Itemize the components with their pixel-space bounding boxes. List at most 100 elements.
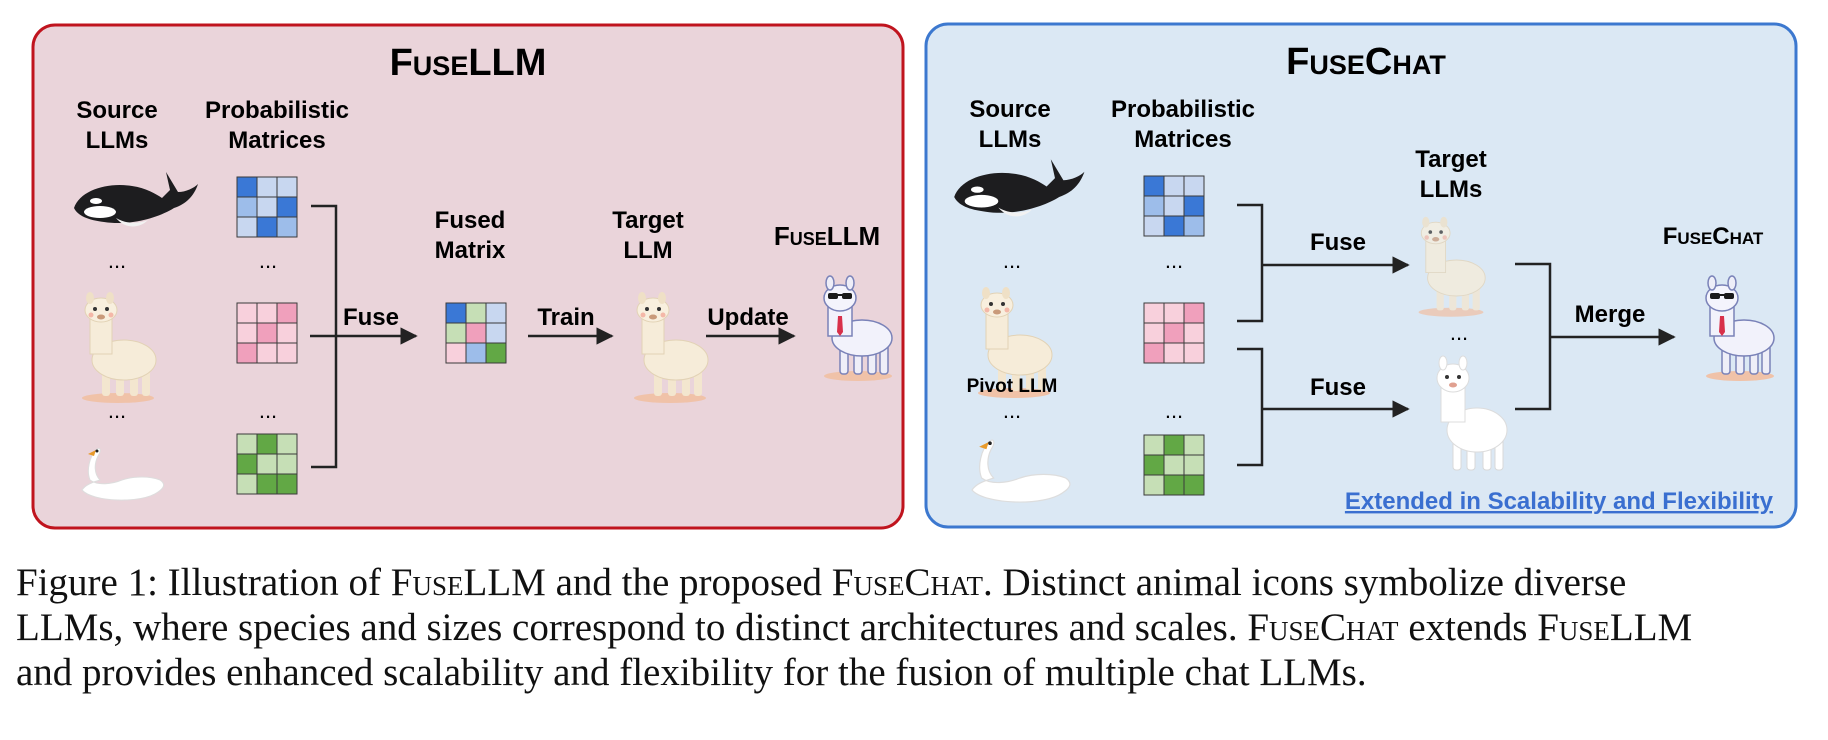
- matrix-cell: [276, 453, 298, 475]
- matrix-cell: [1163, 342, 1185, 364]
- matrix-cell: [1183, 195, 1205, 217]
- caption-line-3: and provides enhanced scalability and fl…: [16, 650, 1816, 695]
- fusellm-source-label-line1: Source: [76, 97, 157, 124]
- matrix-cell: [276, 322, 298, 344]
- matrix-cell: [236, 216, 258, 238]
- matrix-cell: [445, 322, 467, 344]
- matrix-cell: [256, 453, 278, 475]
- matrix-cell: [1163, 454, 1185, 476]
- fusellm-panel: [31, 23, 905, 530]
- fusechat-panel: [924, 22, 1798, 529]
- fusellm-result-label: FuseLLM: [774, 221, 880, 251]
- matrix-cell: [1143, 195, 1165, 217]
- fusechat-fuse-bracket-bottom: [1237, 347, 1264, 467]
- caption-text: extends: [1398, 606, 1538, 649]
- matrix-cell: [1143, 474, 1165, 496]
- matrix-cell: [256, 176, 278, 198]
- matrix-cell: [1143, 454, 1165, 476]
- matrix-cell: [236, 196, 258, 218]
- fusechat-matrix-ellipsis-1: ...: [1165, 248, 1183, 273]
- matrix-cell: [256, 196, 278, 218]
- fusechat-result-label: FuseChat: [1663, 223, 1764, 250]
- matrix-cell: [276, 196, 298, 218]
- fusechat-fuse-label-top: Fuse: [1310, 229, 1366, 256]
- fusechat-prob-label-line2: Matrices: [1134, 126, 1231, 153]
- fusellm-matrix-ellipsis-1: ...: [259, 248, 277, 273]
- matrix-cell: [276, 302, 298, 324]
- caption-text: . Distinct animal icons symbolize divers…: [982, 561, 1627, 604]
- matrix-cell: [1183, 454, 1205, 476]
- matrix-cell: [1183, 322, 1205, 344]
- fusechat-pivot-label: Pivot LLM: [967, 376, 1058, 397]
- matrix-cell: [1143, 434, 1165, 456]
- fusellm-train-label: Train: [537, 304, 594, 331]
- fusechat-merge-label: Merge: [1575, 301, 1646, 328]
- fused-matrix: [445, 302, 507, 364]
- fusechat-fuse-label-bottom: Fuse: [1310, 374, 1366, 401]
- fusechat-source-label-line1: Source: [969, 96, 1050, 123]
- matrix-cell: [236, 342, 258, 364]
- matrix-cell: [276, 216, 298, 238]
- matrix-cell: [1183, 215, 1205, 237]
- matrix-cell: [256, 302, 278, 324]
- caption-text: and provides enhanced scalability and fl…: [16, 651, 1367, 694]
- fusechat-target-label-line2: LLMs: [1420, 176, 1483, 203]
- fusechat-target-label-line1: Target: [1415, 146, 1487, 173]
- matrix-cell: [236, 322, 258, 344]
- matrix-cell: [485, 302, 507, 324]
- fusechat-title: FuseChat: [1286, 41, 1446, 83]
- fusellm-update-label: Update: [707, 304, 788, 331]
- fusechat-green-matrix: [1143, 434, 1205, 496]
- matrix-cell: [1163, 302, 1185, 324]
- fusellm-fused-label-line1: Fused: [435, 207, 506, 234]
- matrix-cell: [1143, 175, 1165, 197]
- caption-text: Figure 1: Illustration of: [16, 561, 391, 604]
- matrix-cell: [256, 473, 278, 495]
- extended-link[interactable]: Extended in Scalability and Flexibility: [1345, 488, 1774, 515]
- fusechat-source-ellipsis-2: ...: [1003, 398, 1021, 423]
- fusechat-source-label-line2: LLMs: [979, 126, 1042, 153]
- fusellm-source-ellipsis-1: ...: [108, 248, 126, 273]
- fusellm-fused-label-line2: Matrix: [435, 237, 506, 264]
- fusellm-title: FuseLLM: [390, 42, 547, 84]
- caption-fusellm: FuseLLM: [1537, 606, 1693, 649]
- matrix-cell: [1163, 215, 1185, 237]
- caption-text: and the proposed: [545, 561, 832, 604]
- matrix-cell: [276, 473, 298, 495]
- matrix-cell: [1163, 474, 1185, 496]
- matrix-cell: [445, 302, 467, 324]
- matrix-cell: [256, 342, 278, 364]
- caption-line-1: Figure 1: Illustration of FuseLLM and th…: [16, 560, 1816, 605]
- matrix-cell: [465, 342, 487, 364]
- matrix-cell: [276, 342, 298, 364]
- matrix-cell: [1163, 434, 1185, 456]
- matrix-cell: [485, 322, 507, 344]
- matrix-cell: [1163, 195, 1185, 217]
- matrix-cell: [236, 302, 258, 324]
- fusion-diagram: FuseLLM Source LLMs Probabilistic Matric…: [31, 22, 1798, 530]
- matrix-cell: [236, 453, 258, 475]
- fusellm-prob-label-line1: Probabilistic: [205, 97, 349, 124]
- matrix-cell: [1163, 322, 1185, 344]
- matrix-cell: [236, 176, 258, 198]
- fusechat-fuse-bracket-top: [1237, 203, 1264, 323]
- fusechat-target-ellipsis: ...: [1450, 320, 1468, 345]
- matrix-cell: [1143, 215, 1165, 237]
- fusechat-matrix-ellipsis-2: ...: [1165, 398, 1183, 423]
- matrix-cell: [1143, 302, 1165, 324]
- fusechat-blue-matrix: [1143, 175, 1205, 237]
- matrix-cell: [445, 342, 467, 364]
- figure-caption: Figure 1: Illustration of FuseLLM and th…: [16, 560, 1816, 695]
- fusellm-green-matrix: [236, 433, 298, 495]
- matrix-cell: [1183, 302, 1205, 324]
- fusellm-pink-matrix: [236, 302, 298, 364]
- fusechat-prob-label-line1: Probabilistic: [1111, 96, 1255, 123]
- fusechat-pink-matrix: [1143, 302, 1205, 364]
- matrix-cell: [1183, 434, 1205, 456]
- fusellm-fuse-label: Fuse: [343, 304, 399, 331]
- caption-line-2: LLMs, where species and sizes correspond…: [16, 605, 1816, 650]
- matrix-cell: [1183, 175, 1205, 197]
- fusellm-prob-label-line2: Matrices: [228, 127, 325, 154]
- matrix-cell: [256, 322, 278, 344]
- matrix-cell: [236, 433, 258, 455]
